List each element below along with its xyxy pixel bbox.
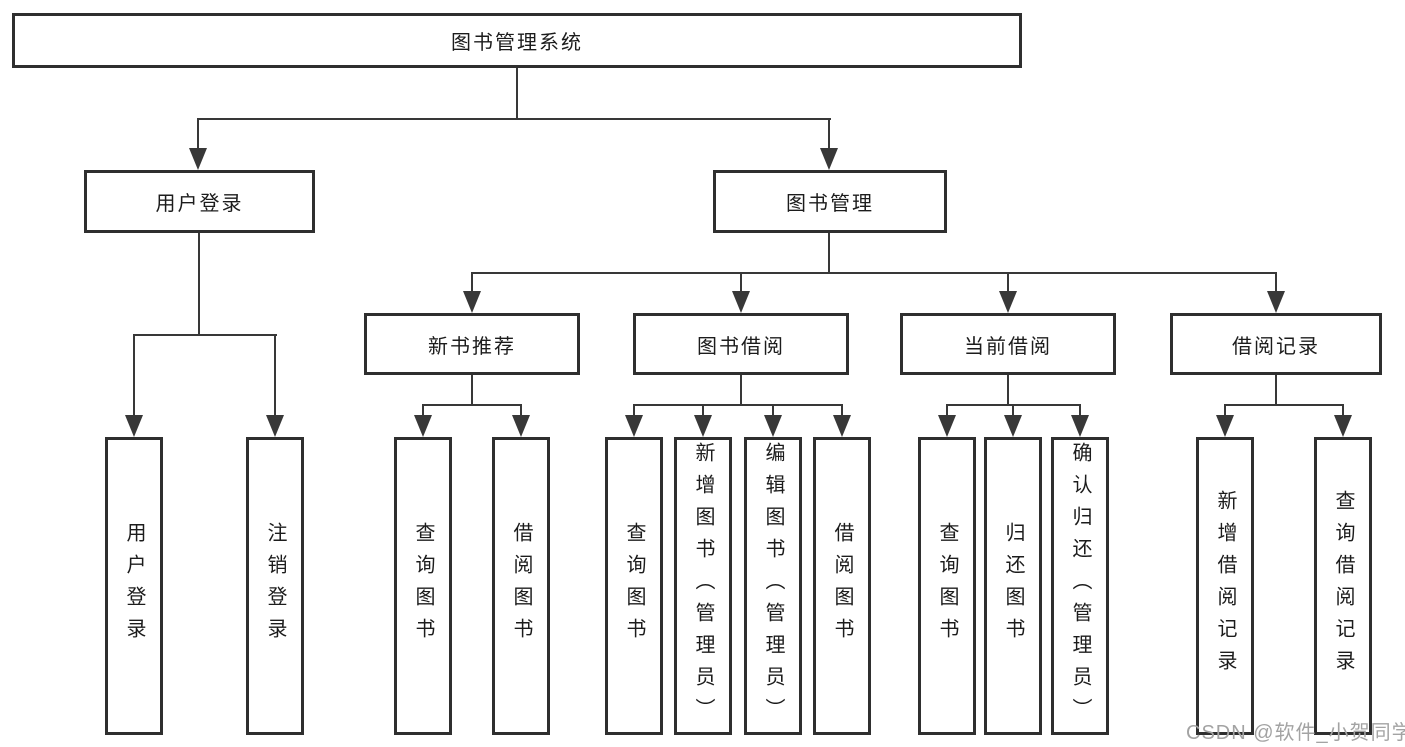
connector-line [471,272,1277,274]
node-current-borrow: 当前借阅 [900,313,1116,375]
arrowhead-down-icon [694,415,712,437]
connector-line [471,375,473,406]
arrowhead-down-icon [1216,415,1234,437]
connector-line [1012,404,1014,418]
arrowhead-down-icon [999,291,1017,313]
leaf-label: 归还图书 [1002,522,1024,650]
connector-line [422,404,522,406]
csdn-watermark: CSDN @软件_小贺同学 [1186,722,1405,744]
leaf-edit-book-admin: 编辑图书（管理员） [744,437,802,735]
arrowhead-down-icon [266,415,284,437]
connector-line [1079,404,1081,418]
connector-line [1007,375,1009,406]
connector-line [702,404,704,418]
arrowhead-down-icon [414,415,432,437]
connector-line [633,404,843,406]
arrowhead-down-icon [1071,415,1089,437]
connector-line [772,404,774,418]
leaf-query-book-current: 查询图书 [918,437,976,735]
arrowhead-down-icon [833,415,851,437]
leaf-label: 借阅图书 [831,522,853,650]
leaf-label: 编辑图书（管理员） [762,442,784,730]
leaf-label: 借阅图书 [510,522,532,650]
arrowhead-down-icon [820,148,838,170]
connector-line [841,404,843,418]
leaf-label: 确认归还（管理员） [1069,442,1091,730]
connector-line [520,404,522,418]
node-label: 用户登录 [155,193,244,215]
connector-line [1224,404,1344,406]
node-label: 图书管理系统 [451,32,583,54]
connector-line [197,118,831,120]
node-label: 借阅记录 [1232,335,1320,358]
node-label: 当前借阅 [964,335,1052,358]
connector-line [133,334,277,336]
arrowhead-down-icon [189,148,207,170]
connector-line [197,118,199,152]
connector-line [516,68,518,119]
leaf-logout-login: 注销登录 [246,437,304,735]
connector-line [828,118,830,152]
arrowhead-down-icon [938,415,956,437]
leaf-confirm-return-admin: 确认归还（管理员） [1051,437,1109,735]
leaf-label: 查询图书 [623,522,645,650]
connector-line [828,233,830,274]
leaf-return-book: 归还图书 [984,437,1042,735]
connector-line [422,404,424,418]
connector-line [1275,272,1277,294]
arrowhead-down-icon [732,291,750,313]
leaf-label: 新增借阅记录 [1214,490,1236,682]
connector-line [1007,272,1009,294]
node-borrow-record: 借阅记录 [1170,313,1382,375]
node-new-book-recommend: 新书推荐 [364,313,580,375]
connector-line [471,272,473,294]
leaf-user-login: 用户登录 [105,437,163,735]
arrowhead-down-icon [625,415,643,437]
arrowhead-down-icon [512,415,530,437]
leaf-label: 查询图书 [936,522,958,650]
leaf-borrow-book: 借阅图书 [813,437,871,735]
node-label: 图书管理 [786,193,874,215]
arrowhead-down-icon [1334,415,1352,437]
leaf-query-borrow-record: 查询借阅记录 [1314,437,1372,735]
connector-line [740,272,742,294]
arrowhead-down-icon [1004,415,1022,437]
node-book-borrow: 图书借阅 [633,313,849,375]
connector-line [274,334,276,418]
connector-line [946,404,948,418]
node-label: 新书推荐 [428,335,516,358]
connector-line [633,404,635,418]
leaf-query-book-recommend: 查询图书 [394,437,452,735]
connector-line [1275,375,1277,406]
connector-line [1342,404,1344,418]
arrowhead-down-icon [764,415,782,437]
node-label: 图书借阅 [697,335,785,358]
leaf-label: 查询图书 [412,522,434,650]
arrowhead-down-icon [463,291,481,313]
connector-line [133,334,135,418]
leaf-label: 新增图书（管理员） [692,442,714,730]
leaf-add-book-admin: 新增图书（管理员） [674,437,732,735]
arrowhead-down-icon [1267,291,1285,313]
connector-line [1224,404,1226,418]
leaf-label: 查询借阅记录 [1332,490,1354,682]
leaf-borrow-book-recommend: 借阅图书 [492,437,550,735]
leaf-label: 用户登录 [123,522,145,650]
node-user-login: 用户登录 [84,170,315,233]
leaf-label: 注销登录 [264,522,286,650]
leaf-add-borrow-record: 新增借阅记录 [1196,437,1254,735]
arrowhead-down-icon [125,415,143,437]
connector-line [740,375,742,406]
node-library-management-system: 图书管理系统 [12,13,1022,68]
leaf-query-book-borrow: 查询图书 [605,437,663,735]
connector-line [198,233,200,336]
node-book-management: 图书管理 [713,170,947,233]
